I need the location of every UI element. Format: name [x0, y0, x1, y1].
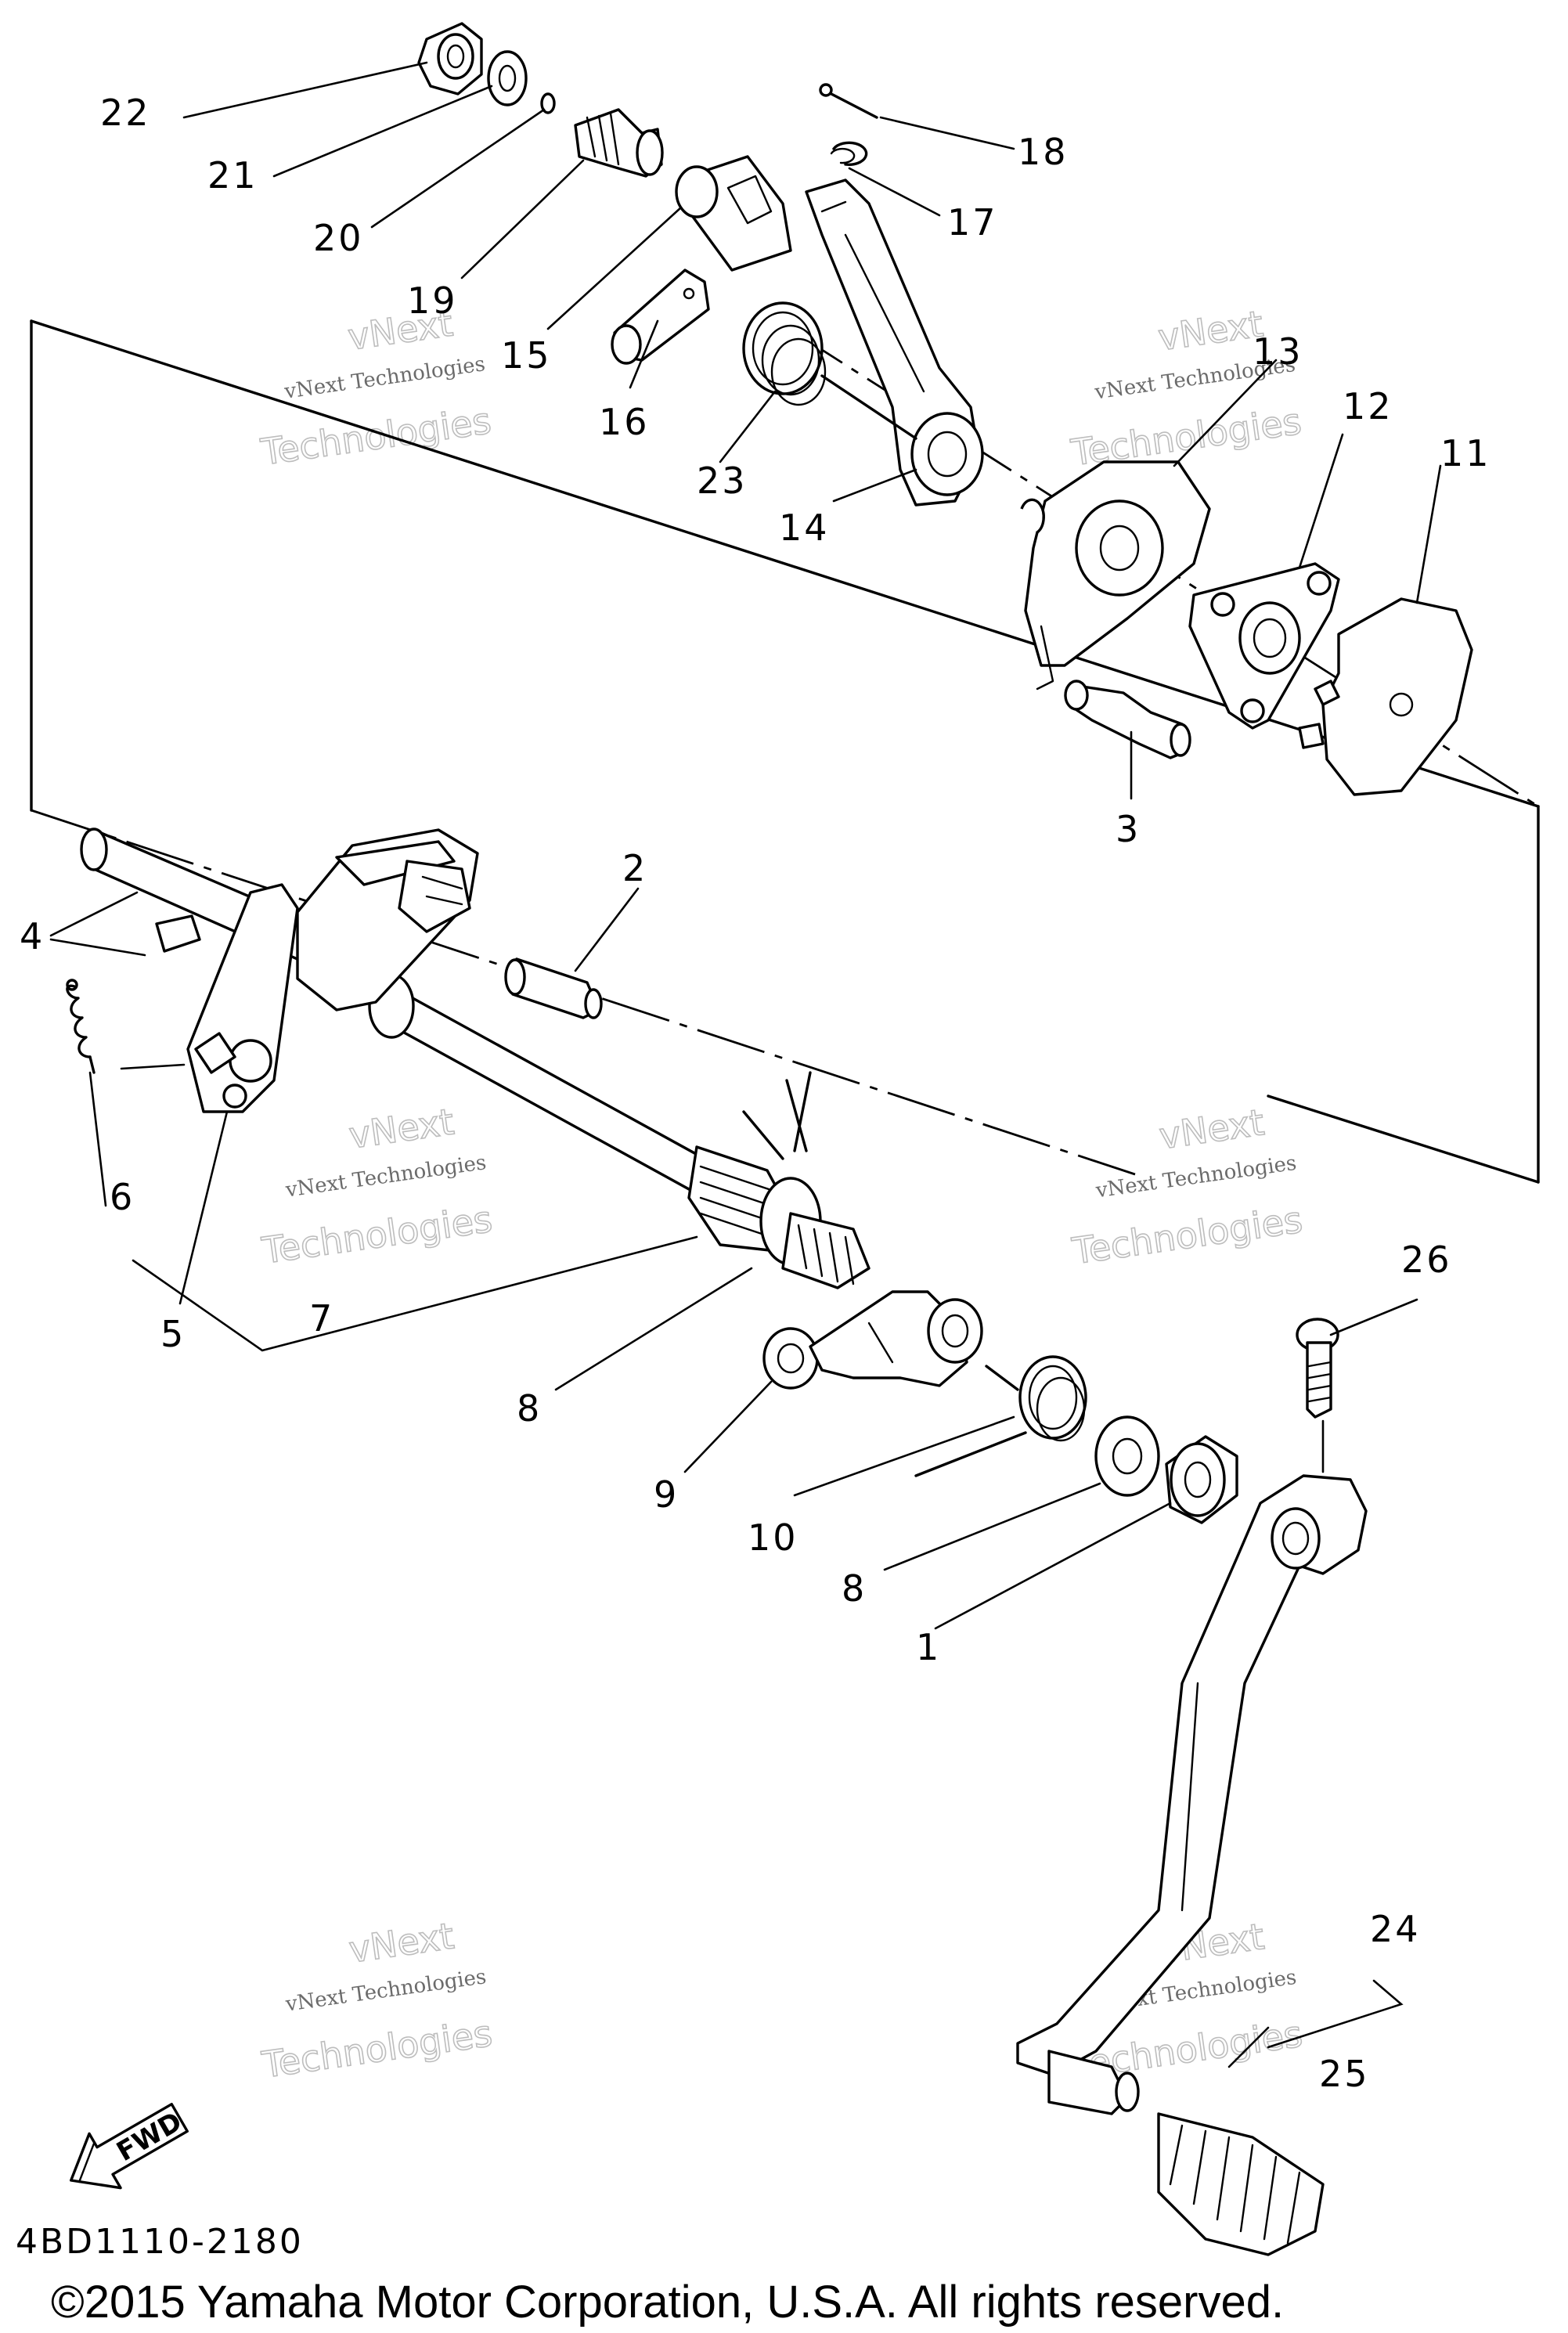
- part-13-shift-guide: [1020, 460, 1211, 691]
- part-23-spring: [742, 301, 917, 440]
- label-15: 15: [501, 334, 552, 377]
- label-9: 9: [654, 1473, 679, 1516]
- svg-text:vNext: vNext: [346, 1100, 456, 1156]
- svg-text:Technologies: Technologies: [1069, 1199, 1305, 1273]
- label-16: 16: [599, 401, 650, 443]
- watermark-top-left: vNext vNext Technologies Technologies: [258, 301, 495, 474]
- part-15-shaft-collar: [675, 155, 792, 272]
- label-6: 6: [110, 1176, 135, 1218]
- label-17: 17: [947, 201, 998, 243]
- part-1-oil-seal: [1165, 1435, 1238, 1524]
- svg-text:vNext Technologies: vNext Technologies: [1094, 1152, 1298, 1203]
- watermark-mid-left: vNext vNext Technologies Technologies: [258, 1100, 496, 1273]
- label-3: 3: [1116, 808, 1141, 850]
- label-8-lower: 8: [842, 1567, 867, 1610]
- label-2: 2: [622, 847, 647, 889]
- part-14-shift-arm: [805, 178, 984, 507]
- part-2-dowel-pin: [504, 957, 603, 1019]
- label-1: 1: [916, 1626, 941, 1668]
- label-11: 11: [1440, 432, 1491, 474]
- svg-text:vNext: vNext: [346, 1914, 456, 1971]
- label-7: 7: [309, 1297, 334, 1340]
- part-labels: 22 21 20 19 15 16 23 14 18 17 13 12 11 3…: [20, 92, 1491, 2095]
- label-13: 13: [1253, 330, 1303, 373]
- part-19-bolt: [574, 108, 664, 178]
- part-24-shift-pedal: [1016, 1474, 1368, 2115]
- part-3-stopper-bolt: [1064, 680, 1191, 759]
- watermark-mid-right: vNext vNext Technologies Technologies: [1069, 1100, 1306, 1273]
- part-26-bolt: [1296, 1318, 1339, 1419]
- label-25: 25: [1319, 2053, 1370, 2095]
- svg-text:vNext Technologies: vNext Technologies: [283, 352, 487, 404]
- part-10-stopper-lever: [809, 1290, 983, 1387]
- part-11-shift-drum-segment: [1298, 597, 1473, 796]
- part-20-o-ring: [540, 92, 556, 114]
- part-21-washer: [487, 50, 528, 106]
- svg-text:vNext: vNext: [1155, 302, 1266, 359]
- part-8-washer: [1094, 1415, 1160, 1497]
- svg-text:Technologies: Technologies: [258, 399, 493, 474]
- leader-lines: [49, 61, 1442, 2068]
- label-19: 19: [407, 279, 458, 322]
- part-22-nut: [417, 22, 483, 96]
- svg-text:FWD: FWD: [111, 2106, 187, 2168]
- watermark-top-right: vNext vNext Technologies Technologies: [1068, 301, 1305, 474]
- svg-text:vNext: vNext: [1157, 1101, 1267, 1157]
- part-18-cotter-pin: [819, 83, 878, 119]
- label-8-upper: 8: [517, 1387, 542, 1430]
- label-22: 22: [100, 92, 151, 134]
- watermark-bottom-left: vNext vNext Technologies Technologies: [258, 1914, 496, 2087]
- part-9-roller: [762, 1327, 819, 1390]
- label-23: 23: [697, 460, 748, 502]
- part-6-spring: [66, 979, 96, 1074]
- diagram-code: 4BD1110-2180: [16, 2222, 304, 2262]
- label-4: 4: [20, 915, 45, 957]
- part-10-return-spring: [914, 1355, 1087, 1477]
- label-18: 18: [1018, 131, 1069, 173]
- label-12: 12: [1343, 385, 1393, 427]
- part-4-shift-lever-assembly: [155, 828, 479, 1113]
- label-5: 5: [160, 1313, 186, 1355]
- part-17-circlip: [830, 141, 868, 167]
- svg-text:vNext Technologies: vNext Technologies: [283, 1965, 488, 2017]
- label-26: 26: [1401, 1239, 1452, 1281]
- fwd-arrow-icon: FWD: [70, 2102, 189, 2190]
- part-16-pin: [611, 269, 710, 365]
- label-14: 14: [779, 507, 830, 549]
- label-21: 21: [207, 154, 258, 197]
- copyright-notice: ©2015 Yamaha Motor Corporation, U.S.A. A…: [51, 2277, 1284, 2328]
- part-12-segment-plate: [1188, 562, 1340, 730]
- svg-text:vNext Technologies: vNext Technologies: [283, 1151, 488, 1203]
- label-24: 24: [1370, 1908, 1421, 1950]
- part-25-pedal-rubber: [1157, 2112, 1325, 2256]
- label-10: 10: [748, 1516, 798, 1559]
- label-20: 20: [313, 217, 364, 259]
- svg-text:Technologies: Technologies: [259, 1198, 495, 1272]
- svg-text:Technologies: Technologies: [259, 2012, 495, 2086]
